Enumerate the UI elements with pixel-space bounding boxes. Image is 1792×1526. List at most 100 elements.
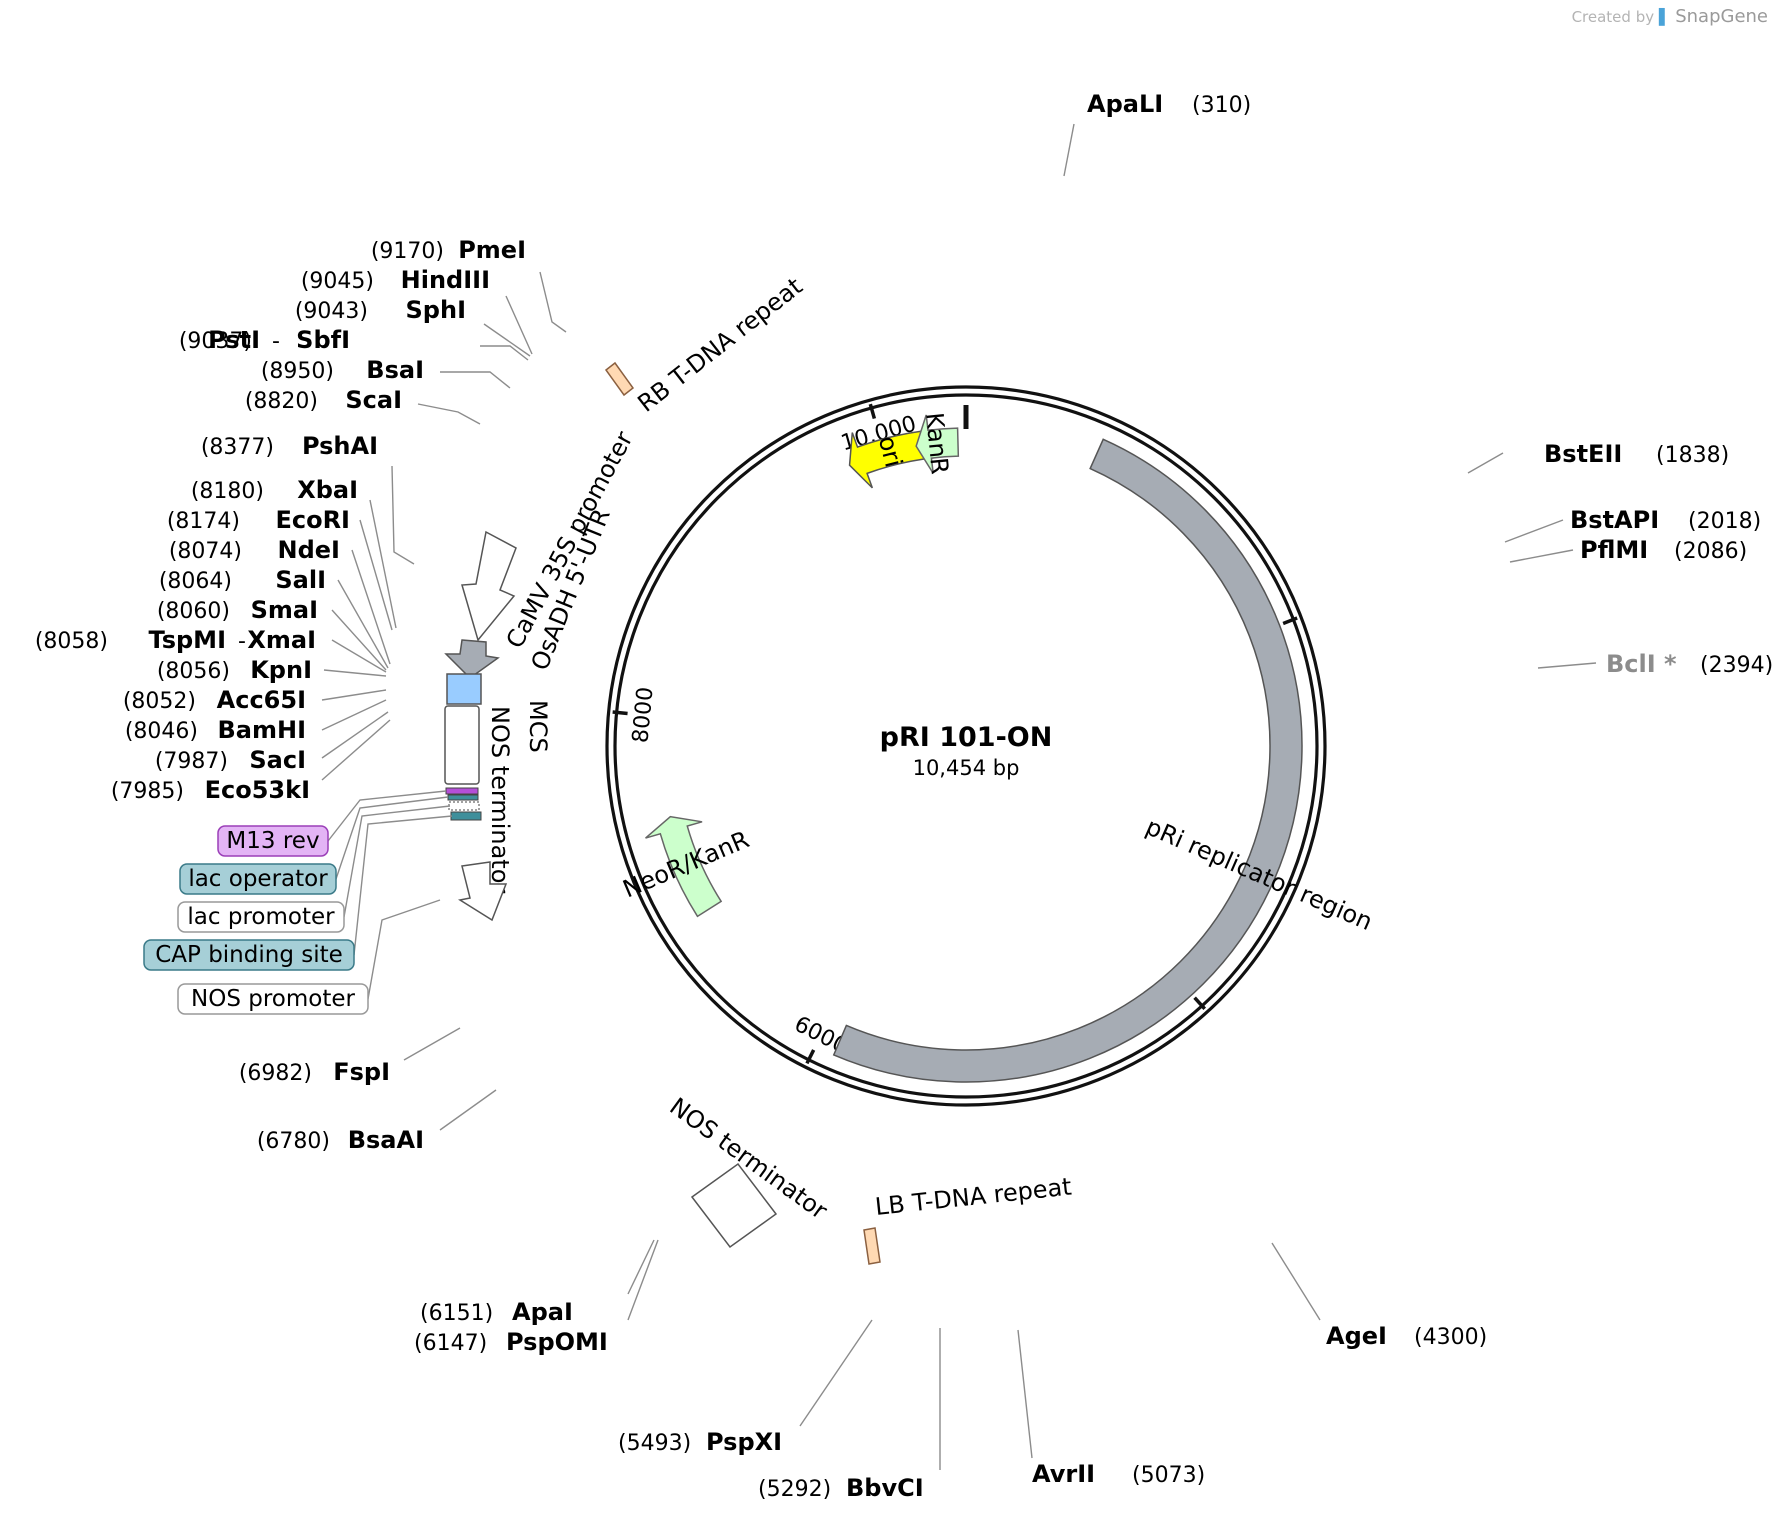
enzyme-BbvCI[interactable]: BbvCI	[846, 1474, 924, 1502]
enzyme-pos-BamHI: (8046)	[125, 719, 198, 744]
leader-BamHI	[321, 699, 387, 731]
enzyme-pos-TspMI: (8058)	[35, 629, 108, 654]
tick-6000	[805, 1049, 816, 1065]
leader-ApaLI	[1063, 123, 1075, 177]
feature-label-KanR: KanR	[920, 411, 954, 475]
enzyme-KpnI[interactable]: KpnI	[250, 656, 312, 684]
plasmid-name: pRI 101-ON	[880, 722, 1053, 753]
enzyme-pos-NdeI: (8074)	[169, 539, 242, 564]
enzyme-TspMI[interactable]: TspMI	[149, 626, 226, 654]
enzyme-AgeI[interactable]: AgeI	[1326, 1322, 1387, 1350]
leader-PmeI	[539, 271, 567, 333]
enzyme-ApaI[interactable]: ApaI	[512, 1298, 573, 1326]
enzyme-BstAPI[interactable]: BstAPI	[1570, 506, 1659, 534]
box-lac-operator[interactable]	[179, 863, 337, 895]
feature-RB-T-DNA-repeat	[604, 361, 635, 397]
leader-SmaI	[331, 609, 387, 671]
leader-AgeI	[1271, 1242, 1321, 1321]
enzyme-pos-BbvCI: (5292)	[758, 1477, 831, 1502]
enzyme-pos-PmeI: (9170)	[371, 239, 444, 264]
enzyme-PstI[interactable]: PstI	[208, 326, 260, 354]
enzyme-pos-PstI: (9037)	[179, 329, 252, 354]
enzyme-pos-KpnI: (8056)	[157, 659, 230, 684]
enzyme-labels: ApaLI(310)BstEII(1838)BstAPI(2018)PflMI(…	[35, 90, 1773, 1502]
enzyme-PmeI[interactable]: PmeI	[458, 236, 526, 264]
enzyme-pos-Eco53kI: (7985)	[111, 779, 184, 804]
box-label-lac-promoter: lac promoter	[187, 904, 335, 930]
enzyme-PshAI[interactable]: PshAI	[302, 432, 378, 460]
backbone-outer	[605, 385, 1327, 1107]
box-label-lac-operator: lac operator	[188, 866, 328, 892]
tick-10000	[868, 403, 877, 420]
snapgene-branding: Created by ▌ SnapGene	[1572, 6, 1768, 27]
enzyme-BsaI[interactable]: BsaI	[366, 356, 424, 384]
tick-8000	[612, 710, 628, 716]
box-lac-promoter[interactable]	[177, 901, 345, 933]
leader-PstI	[480, 345, 529, 361]
enzyme-pos-BstEII: (1838)	[1656, 443, 1729, 468]
leader-XbaI	[369, 499, 397, 629]
enzyme-BstEII[interactable]: BstEII	[1544, 440, 1622, 468]
enzyme-HindIII[interactable]: HindIII	[401, 266, 490, 294]
enzyme-NdeI[interactable]: NdeI	[278, 536, 340, 564]
box-nos-promoter[interactable]	[177, 983, 369, 1015]
branding-name: SnapGene	[1675, 6, 1768, 27]
band-lac-promoter	[448, 801, 480, 811]
enzyme-sep-PstI: -	[272, 329, 280, 354]
snapgene-logo-icon: ▌	[1658, 8, 1671, 26]
enzyme-AvrII[interactable]: AvrII	[1032, 1460, 1095, 1488]
enzyme-pos-Acc65I: (8052)	[123, 689, 196, 714]
enzyme-PflMI[interactable]: PflMI	[1580, 536, 1648, 564]
enzyme-XmaI[interactable]: XmaI	[247, 626, 316, 654]
enzyme-pos-SacI: (7987)	[155, 749, 228, 774]
enzyme-Acc65I[interactable]: Acc65I	[217, 686, 306, 714]
enzyme-SmaI[interactable]: SmaI	[251, 596, 318, 624]
enzyme-pos-BsaI: (8950)	[261, 359, 334, 384]
enzyme-Eco53kI[interactable]: Eco53kI	[205, 776, 310, 804]
enzyme-pos-HindIII: (9045)	[301, 269, 374, 294]
band-m13-rev	[445, 787, 479, 795]
leader-Eco53kI	[321, 719, 391, 781]
feature-NOS-promoter	[458, 861, 508, 922]
enzyme-BclI[interactable]: BclI *	[1606, 650, 1677, 678]
leader-KpnI	[323, 669, 387, 677]
enzyme-XbaI[interactable]: XbaI	[297, 476, 358, 504]
leader-ScaI	[417, 403, 481, 425]
feature-label-mcs: MCS	[524, 700, 552, 753]
enzyme-pos-XbaI: (8180)	[191, 479, 264, 504]
leader-AvrII	[1017, 1329, 1033, 1459]
box-label-nos-promoter: NOS promoter	[191, 986, 355, 1012]
leader-lac-promoter	[343, 805, 451, 918]
box-cap-binding-site[interactable]	[143, 939, 355, 971]
enzyme-SbfI[interactable]: SbfI	[296, 326, 350, 354]
leader-BsaI	[440, 371, 511, 389]
feature-NeoR-KanR	[645, 815, 723, 918]
tick-4000	[1193, 996, 1207, 1010]
feature-CaMV-35S-promoter	[461, 530, 517, 642]
enzyme-PspOMI[interactable]: PspOMI	[506, 1328, 608, 1356]
leader-lac-operator	[335, 796, 449, 880]
box-m13-rev[interactable]	[217, 825, 329, 857]
enzyme-SalI[interactable]: SalI	[275, 566, 326, 594]
leader-Acc65I	[321, 689, 387, 701]
leader-BstAPI	[1504, 519, 1564, 543]
enzyme-pos-BsaAI: (6780)	[257, 1129, 330, 1154]
enzyme-BamHI[interactable]: BamHI	[217, 716, 306, 744]
enzyme-pos-SphI: (9043)	[295, 299, 368, 324]
enzyme-ScaI[interactable]: ScaI	[345, 386, 402, 414]
enzyme-pos-ApaLI: (310)	[1192, 93, 1251, 118]
enzyme-FspI[interactable]: FspI	[333, 1058, 390, 1086]
enzyme-PspXI[interactable]: PspXI	[706, 1428, 782, 1456]
enzyme-pos-PspOMI: (6147)	[414, 1331, 487, 1356]
enzyme-leader-lines	[321, 123, 1597, 1470]
box-label-cap-binding-site: CAP binding site	[155, 942, 343, 968]
enzyme-SacI[interactable]: SacI	[249, 746, 306, 774]
enzyme-SphI[interactable]: SphI	[406, 296, 466, 324]
leader-SacI	[321, 711, 389, 759]
enzyme-ApaLI[interactable]: ApaLI	[1087, 90, 1163, 118]
leader-NdeI	[351, 549, 391, 665]
enzyme-BsaAI[interactable]: BsaAI	[348, 1126, 424, 1154]
enzyme-EcoRI[interactable]: EcoRI	[275, 506, 350, 534]
leader-PspXI	[799, 1319, 873, 1427]
